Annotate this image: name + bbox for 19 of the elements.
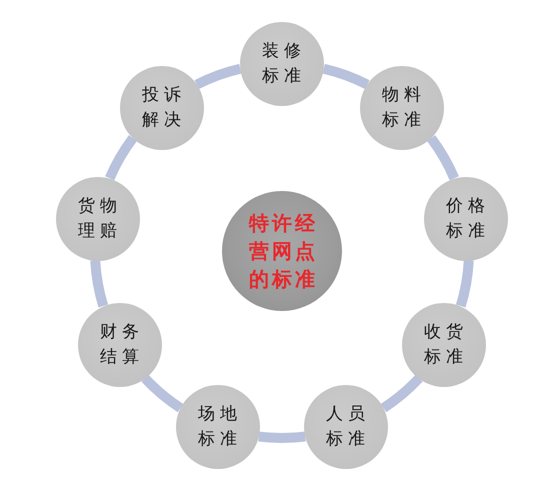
node-label: 物料标准 bbox=[381, 84, 426, 132]
node-label: 投诉解决 bbox=[140, 84, 186, 132]
ring-arc bbox=[105, 135, 137, 180]
ring-arc bbox=[456, 260, 474, 308]
node-label: 财务结算 bbox=[99, 320, 144, 368]
node-label: 装修标准 bbox=[261, 40, 306, 88]
node-label: 收货标准 bbox=[422, 320, 468, 368]
node-label: 价格标准 bbox=[445, 194, 490, 243]
ring-arc bbox=[258, 432, 306, 443]
node-label: 货物理赔 bbox=[76, 194, 122, 243]
ring-arc bbox=[90, 260, 108, 308]
ring-arc bbox=[322, 64, 370, 90]
ring-arc bbox=[427, 135, 459, 180]
ring-arc bbox=[141, 374, 184, 412]
ring-arc bbox=[194, 64, 242, 90]
ring-arc bbox=[380, 374, 423, 412]
node-label: 特许经营网点的标准 bbox=[248, 210, 318, 293]
node-label: 人员标准 bbox=[324, 402, 370, 451]
node-label: 场地标准 bbox=[197, 402, 242, 451]
